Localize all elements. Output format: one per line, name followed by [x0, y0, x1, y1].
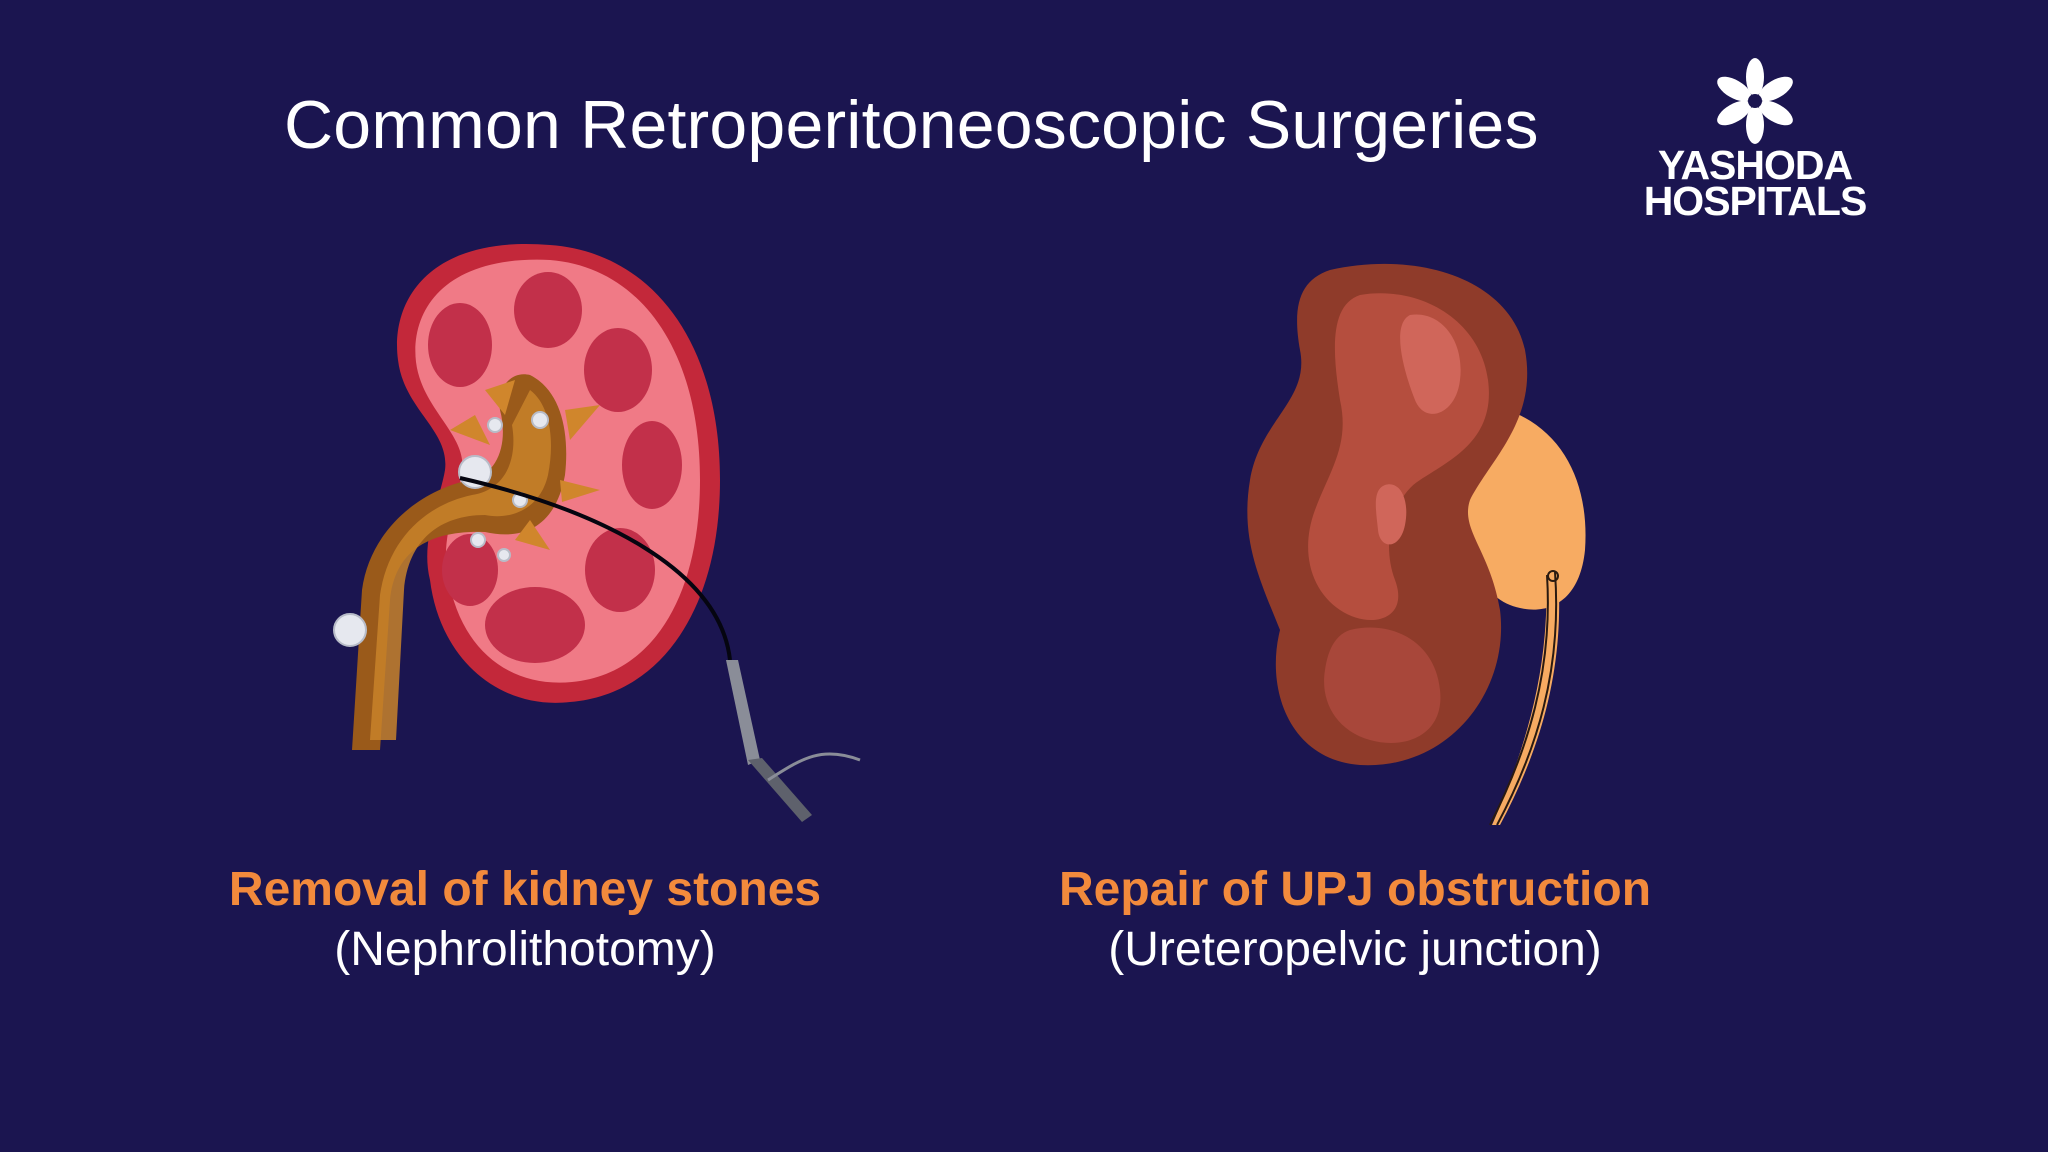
upj-obstruction-illustration — [1247, 263, 1586, 826]
slide-title: Common Retroperitoneoscopic Surgeries — [284, 87, 1539, 163]
panel-heading: Removal of kidney stones — [228, 863, 822, 916]
hospital-logo: YASHODA HOSPITALS — [1630, 58, 1880, 228]
flower-icon — [1717, 58, 1793, 144]
panel-heading: Repair of UPJ obstruction — [1058, 863, 1652, 916]
logo-text-line1: YASHODA — [1657, 142, 1853, 188]
panel-caption-left: Removal of kidney stones (Nephrolithotom… — [160, 860, 890, 980]
panel-caption-right: Repair of UPJ obstruction (Ureteropelvic… — [990, 860, 1720, 980]
kidney-stone-illustration — [333, 243, 861, 822]
panel-subheading: (Ureteropelvic junction) — [1108, 923, 1602, 976]
logo-text-line2: HOSPITALS — [1643, 178, 1868, 224]
panel-subheading: (Nephrolithotomy) — [334, 923, 716, 976]
